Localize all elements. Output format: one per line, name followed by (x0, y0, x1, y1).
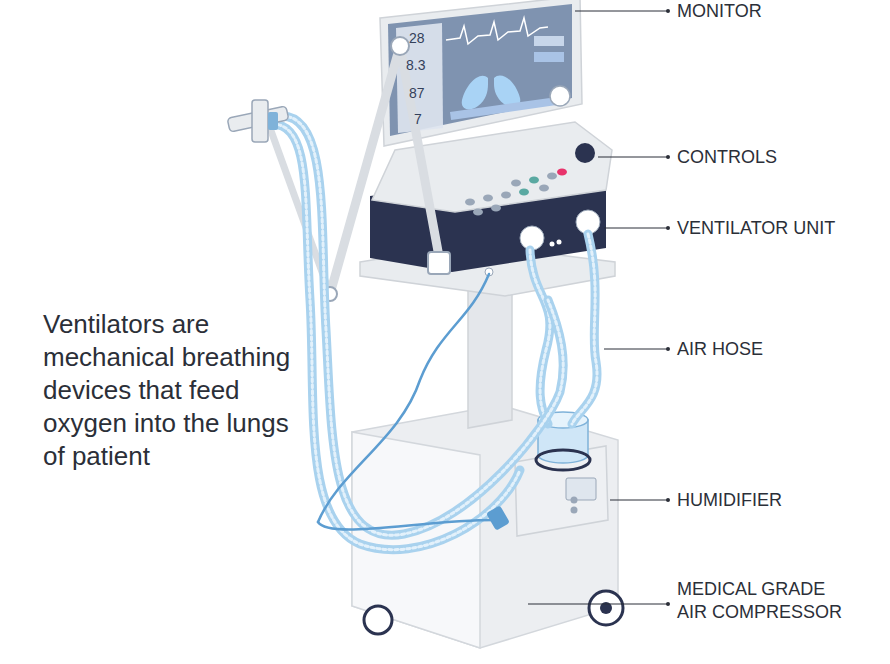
waveform (446, 18, 548, 44)
arm-segment (400, 46, 440, 262)
leader-line (604, 228, 668, 229)
air-hoses (272, 116, 597, 550)
button (465, 199, 475, 206)
status-dot (550, 242, 555, 247)
tube-connector (486, 505, 510, 530)
button (473, 209, 483, 216)
humidifier-button (571, 497, 578, 504)
leader-line (598, 157, 668, 158)
patient-connector (227, 100, 289, 142)
monitor-knob (550, 86, 570, 106)
monitor-screen (388, 4, 572, 136)
part-label: VENTILATOR UNIT (677, 219, 877, 237)
alarm-button (557, 169, 567, 176)
screen-readout: 28 (409, 30, 439, 46)
button (529, 177, 539, 184)
leader-dot (666, 347, 670, 351)
button (491, 205, 501, 212)
leader-line (610, 500, 668, 501)
lung-icon (462, 58, 488, 109)
y-piece (252, 100, 268, 142)
leader-dot (666, 498, 670, 502)
wheel (364, 606, 392, 634)
part-label: CONTROLS (677, 148, 867, 166)
screen-panel (450, 97, 560, 120)
leader-dot (666, 602, 670, 606)
wheel (589, 591, 623, 625)
arm-joint (391, 37, 409, 55)
sensor-tube (318, 274, 489, 522)
leader-line (528, 604, 668, 605)
arm-clamp (428, 252, 450, 274)
leader-dot (666, 9, 670, 13)
leader-dots (666, 9, 670, 606)
button (511, 180, 521, 187)
leader-dot (666, 226, 670, 230)
button (483, 195, 493, 202)
part-label: MEDICAL GRADE AIR COMPRESSOR (677, 578, 857, 624)
patient-hose (282, 116, 563, 535)
control-buttons (465, 143, 595, 216)
button (547, 173, 557, 180)
compressor-front (352, 432, 480, 648)
lung-icon (494, 58, 520, 107)
screen-readout: 87 (409, 85, 439, 101)
part-label: AIR HOSE (677, 340, 867, 358)
button (501, 192, 511, 199)
leader-line (604, 349, 668, 350)
part-label: MONITOR (677, 2, 857, 20)
arm-segment (330, 46, 400, 294)
button (519, 189, 529, 196)
air-hose-ribs (572, 234, 597, 424)
caption-text: Ventilators are mechanical breathing dev… (43, 308, 295, 473)
humidifier-panel (566, 478, 596, 500)
humidifier-ring (536, 450, 590, 470)
leader-line (575, 11, 668, 12)
hose-cuff (268, 112, 278, 130)
screen-readout: 7 (414, 111, 438, 127)
part-label: HUMIDIFIER (677, 491, 867, 509)
button (539, 185, 549, 192)
air-hose (530, 250, 550, 424)
control-knob (575, 143, 595, 163)
leader-lines (528, 11, 668, 604)
sensor-tube (318, 520, 495, 530)
screen-panel (534, 52, 564, 62)
leader-dot (666, 155, 670, 159)
status-dot (557, 240, 562, 245)
support-arm (270, 37, 450, 301)
patient-hose-ribs (282, 116, 563, 535)
screen-panel (534, 36, 564, 46)
air-hose (572, 234, 597, 424)
air-hose-ribs (530, 250, 550, 424)
screen-readout: 8.3 (406, 57, 440, 73)
humidifier-button (571, 507, 578, 514)
